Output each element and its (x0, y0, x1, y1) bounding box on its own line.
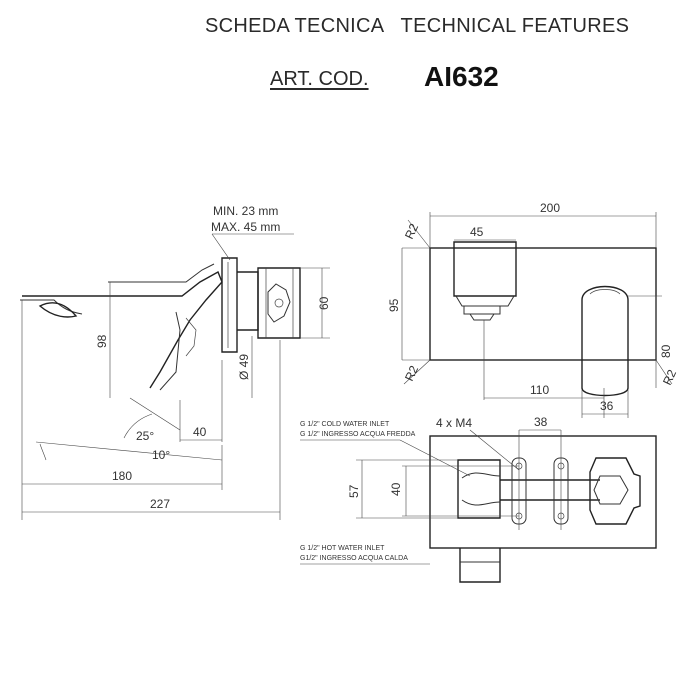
cartridge-knob (589, 457, 641, 525)
screw-spec: 4 x M4 (436, 416, 472, 430)
spout-front (453, 241, 517, 297)
dim-98: 98 (95, 334, 109, 348)
inner-handle-side (267, 283, 291, 323)
front-plate (429, 247, 657, 361)
valve-body-pipe (500, 479, 600, 501)
dim-diameter-49: Ø 49 (237, 354, 251, 380)
title-english: TECHNICAL FEATURES (400, 15, 630, 37)
spout-side (22, 271, 223, 389)
cold-inlet-label-en: G 1/2" COLD WATER INLET (300, 421, 390, 428)
dim-227: 227 (150, 497, 170, 511)
radius-bottom-right: R2 (660, 367, 679, 387)
header-title: SCHEDA TECNICA TECHNICAL FEATURES (205, 15, 629, 38)
radius-top-left: R2 (402, 221, 421, 241)
dim-40: 40 (193, 425, 207, 439)
hot-water-inlet (459, 548, 501, 583)
dim-80: 80 (659, 344, 673, 358)
article-code-label: ART. COD. (270, 68, 369, 90)
title-italian: SCHEDA TECNICA (205, 15, 384, 37)
dim-38: 38 (534, 415, 548, 429)
lever-front (581, 285, 629, 397)
dim-36: 36 (600, 399, 614, 413)
dim-180: 180 (112, 469, 132, 483)
side-view: MIN. 23 mm MAX. 45 mm 60 98 Ø 49 25° 40 … (20, 204, 331, 520)
dim-95: 95 (387, 298, 401, 312)
cold-water-inlet (457, 459, 501, 519)
hot-inlet-label-en: G 1/2" HOT WATER INLET (300, 545, 385, 552)
radius-bottom-left: R2 (402, 363, 421, 383)
body-view: G 1/2" COLD WATER INLET G 1/2" INGRESSO … (300, 415, 657, 583)
inlet-housing-side (257, 267, 301, 339)
dim-110: 110 (530, 383, 549, 397)
cold-inlet-label-it: G 1/2" INGRESSO ACQUA FREDDA (300, 431, 416, 438)
dim-45: 45 (470, 225, 484, 239)
dim-200: 200 (540, 201, 560, 215)
dim-57: 57 (347, 484, 361, 498)
dim-40-body: 40 (389, 482, 403, 496)
wall-thickness-min: MIN. 23 mm (213, 204, 278, 218)
hot-inlet-label-it: G1/2" INGRESSO ACQUA CALDA (300, 555, 408, 562)
angle-25: 25° (136, 429, 154, 443)
wall-thickness-max: MAX. 45 mm (211, 220, 280, 234)
angle-10: 10° (152, 448, 170, 462)
article-code-value: AI632 (424, 61, 499, 92)
valve-body-side (237, 271, 259, 331)
front-view: 200 45 95 80 110 36 R2 R2 R2 (387, 201, 679, 418)
body-outline (429, 435, 657, 549)
dim-60: 60 (317, 296, 331, 310)
wall-plate (221, 257, 238, 353)
